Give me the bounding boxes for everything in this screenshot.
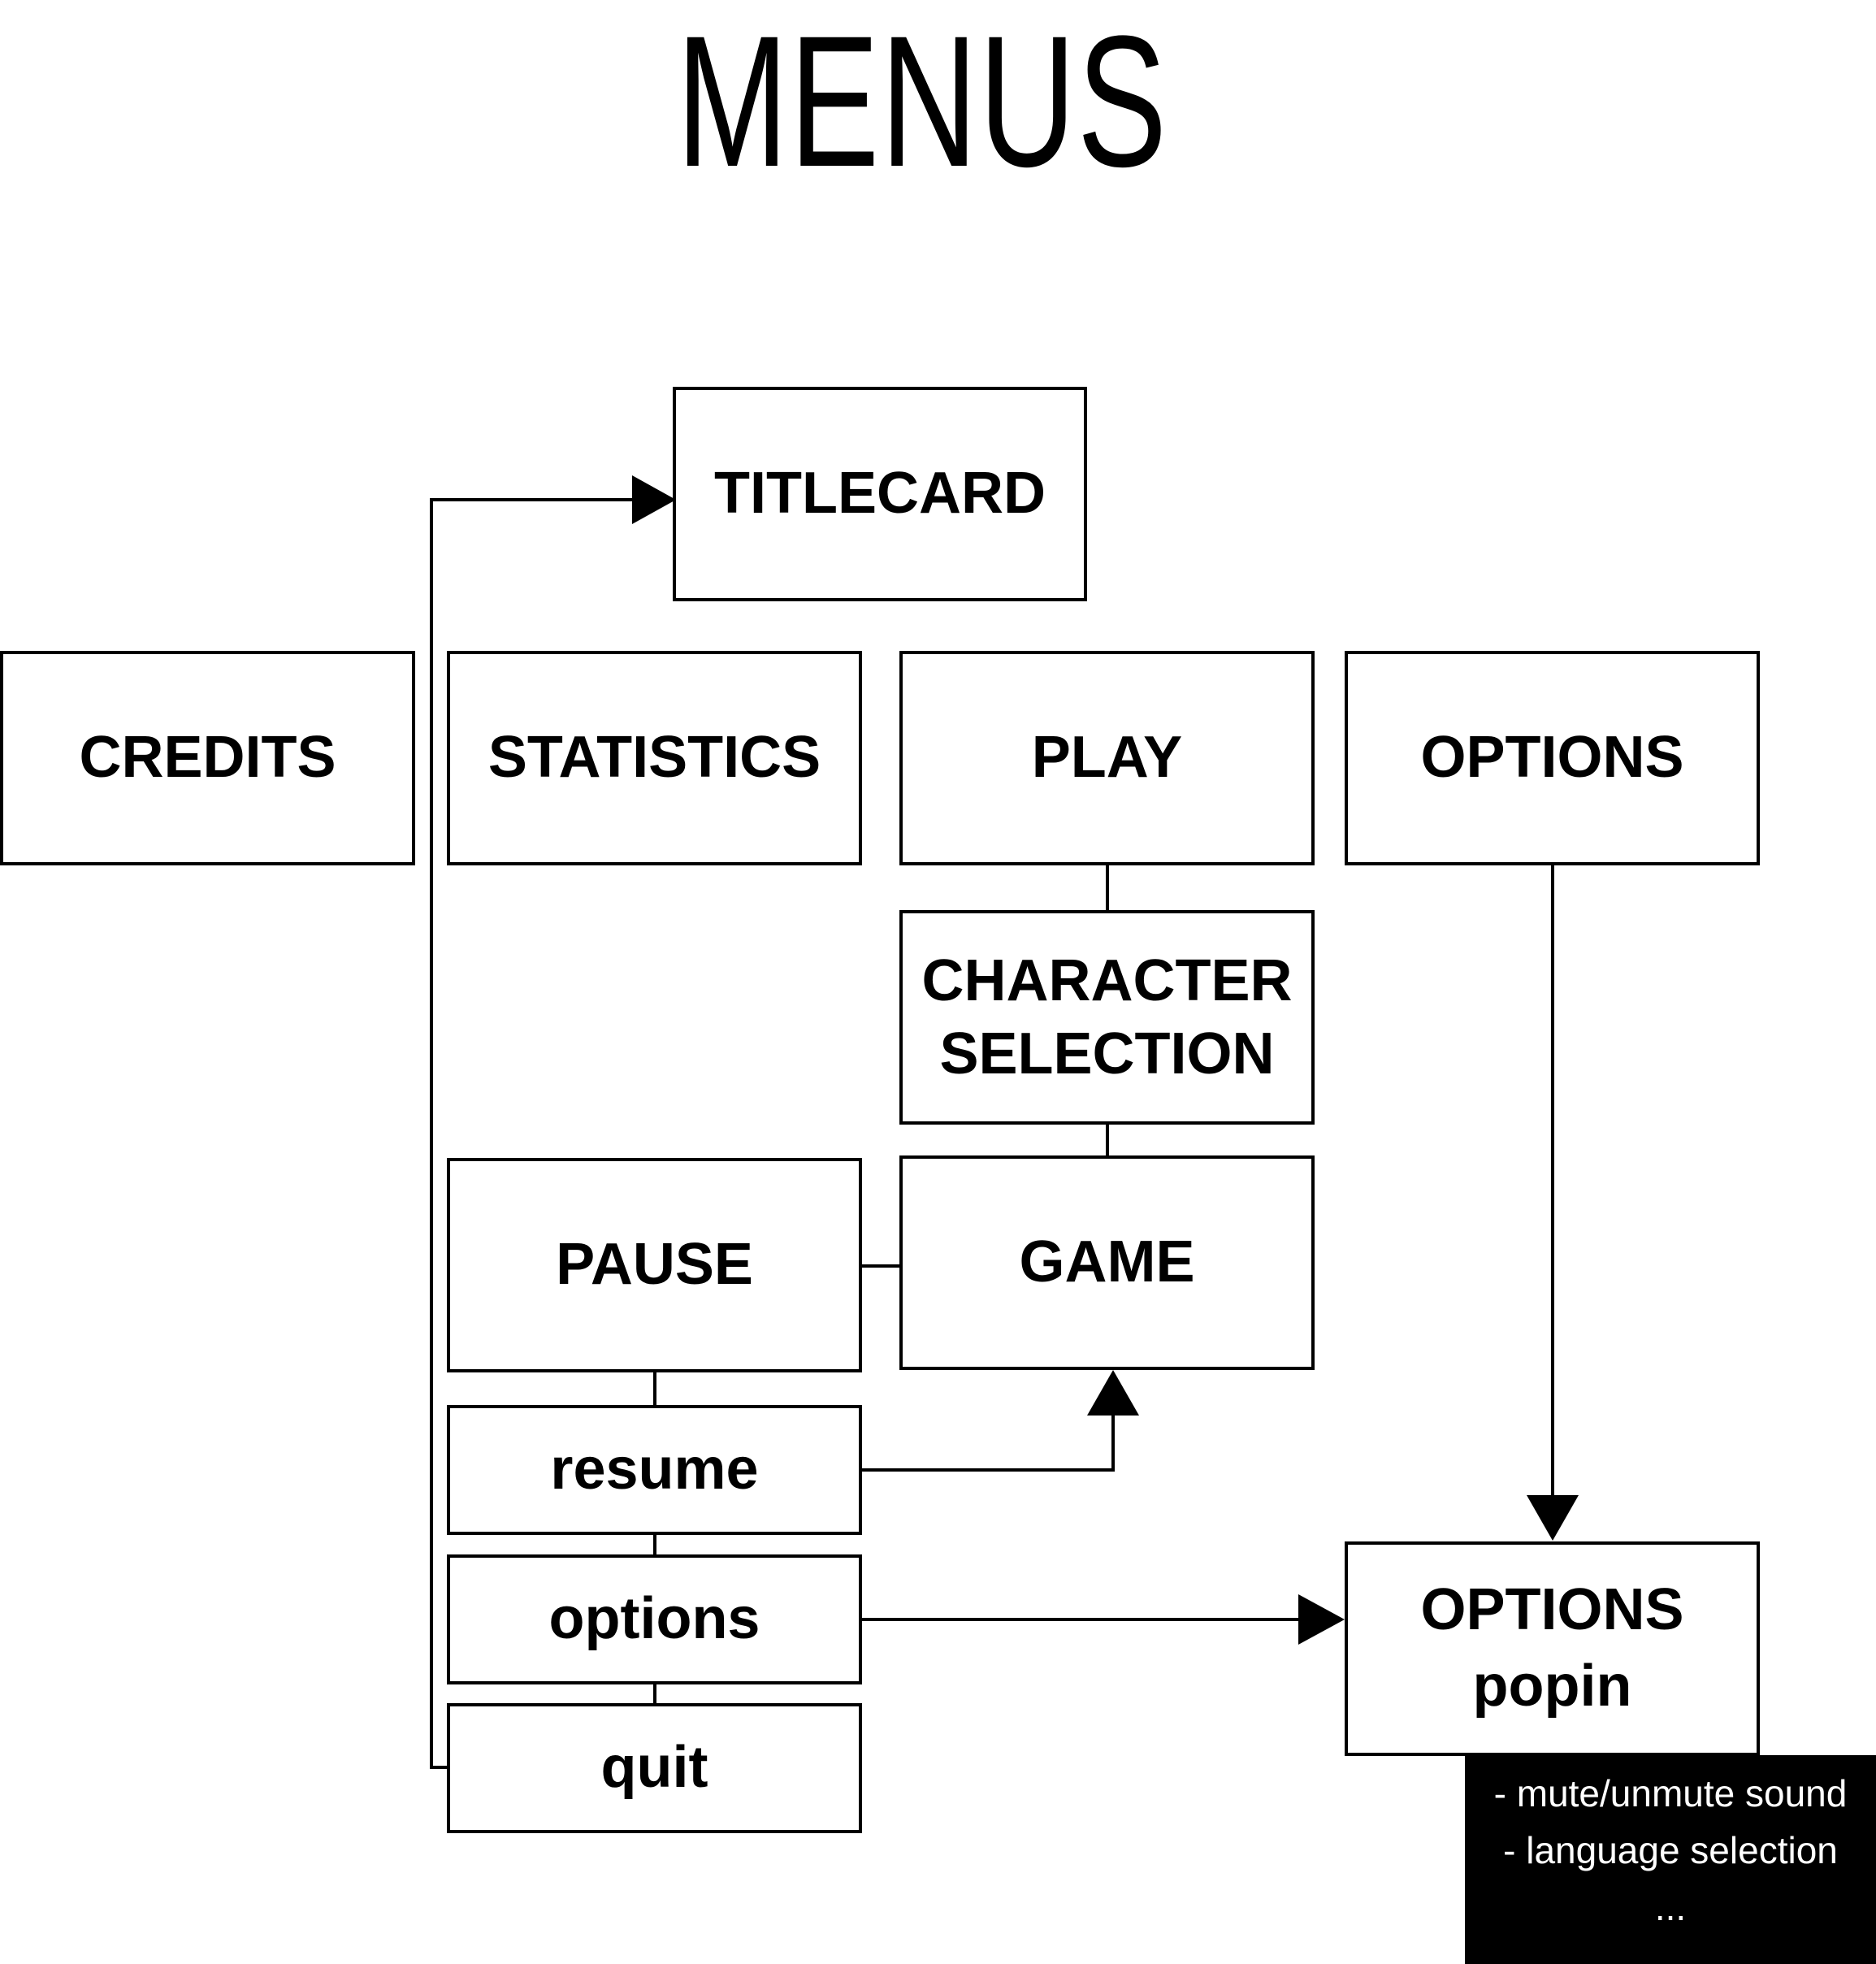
options-sub-box: options bbox=[447, 1554, 862, 1684]
options-sub-label: options bbox=[548, 1586, 760, 1652]
statistics-label: STATISTICS bbox=[487, 725, 821, 791]
arrowhead-titlecard-icon bbox=[632, 475, 676, 524]
titlecard-box: TITLECARD bbox=[673, 387, 1087, 601]
quit-label: quit bbox=[600, 1735, 708, 1801]
options-popin-label-line-1: OPTIONS bbox=[1420, 1577, 1684, 1643]
resume-box: resume bbox=[447, 1405, 862, 1535]
note-mute-sound: - mute/unmute sound bbox=[1493, 1772, 1848, 1814]
character-selection-label-line-2: SELECTION bbox=[939, 1021, 1275, 1086]
titlecard-label: TITLECARD bbox=[714, 461, 1046, 527]
options-popin-notes: - mute/unmute sound - language selection… bbox=[1465, 1755, 1876, 1964]
resume-label: resume bbox=[550, 1437, 759, 1502]
pause-box: PAUSE bbox=[447, 1158, 862, 1372]
credits-label: CREDITS bbox=[79, 725, 336, 791]
note-language-selection: - language selection bbox=[1503, 1829, 1838, 1871]
note-ellipsis: ... bbox=[1654, 1886, 1687, 1928]
play-label: PLAY bbox=[1031, 725, 1183, 791]
game-label: GAME bbox=[1019, 1229, 1195, 1295]
options-label: OPTIONS bbox=[1420, 725, 1684, 791]
arrowhead-options-popin-side-icon bbox=[1298, 1594, 1345, 1645]
character-selection-label-line-1: CHARACTER bbox=[921, 948, 1293, 1013]
page-title: MENUS bbox=[676, 0, 1168, 206]
statistics-box: STATISTICS bbox=[447, 651, 862, 865]
options-popin-box: OPTIONS popin bbox=[1345, 1541, 1760, 1756]
arrowhead-options-popin-top-icon bbox=[1527, 1495, 1579, 1541]
arrowhead-game-icon bbox=[1087, 1370, 1139, 1416]
character-selection-box: CHARACTER SELECTION bbox=[899, 910, 1315, 1125]
pause-label: PAUSE bbox=[556, 1232, 753, 1298]
play-box: PLAY bbox=[899, 651, 1315, 865]
options-popin-label-line-2: popin bbox=[1472, 1654, 1632, 1719]
connector-resume-to-game bbox=[861, 1414, 1115, 1472]
quit-box: quit bbox=[447, 1703, 862, 1833]
game-box: GAME bbox=[899, 1155, 1315, 1370]
connector-quit-to-titlecard bbox=[430, 498, 636, 1769]
credits-box: CREDITS bbox=[0, 651, 415, 865]
options-box: OPTIONS bbox=[1345, 651, 1760, 865]
